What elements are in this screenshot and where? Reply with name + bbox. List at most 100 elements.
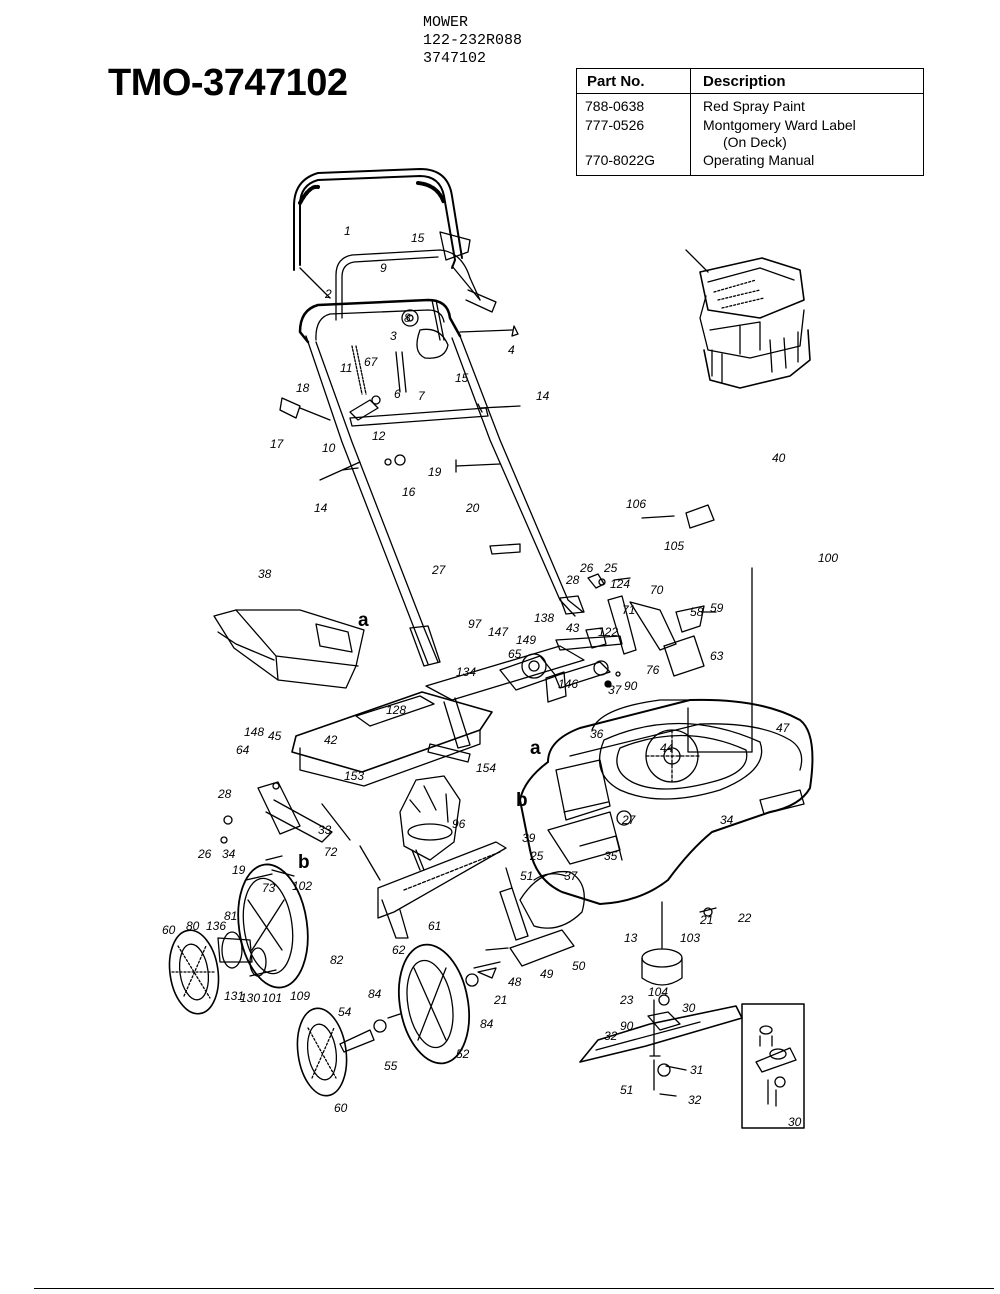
parts-table-header: Part No. Description: [577, 69, 923, 94]
callout-130: 130: [240, 991, 260, 1005]
footer-rule: [34, 1288, 994, 1289]
callout-b: b: [516, 790, 528, 811]
callout-76: 76: [646, 663, 660, 677]
callout-38: 38: [258, 567, 272, 581]
callout-96: 96: [452, 817, 466, 831]
callout-19: 19: [232, 863, 246, 877]
callout-82: 82: [330, 953, 344, 967]
callout-25: 25: [529, 849, 544, 863]
callout-22: 22: [737, 911, 752, 925]
callout-31: 31: [690, 1063, 703, 1077]
callout-26: 26: [197, 847, 212, 861]
model-info: MOWER 122-232R088 3747102: [423, 14, 522, 68]
callout-42: 42: [324, 733, 338, 747]
callout-72: 72: [324, 845, 338, 859]
callout-45: 45: [268, 729, 282, 743]
callout-3: 3: [390, 329, 397, 343]
callout-15: 15: [455, 371, 469, 385]
parts-table: Part No. Description 788-0638 Red Spray …: [576, 68, 924, 176]
header-description: Description: [703, 73, 786, 90]
callout-37: 37: [564, 869, 579, 883]
callout-34: 34: [720, 813, 734, 827]
callout-51: 51: [620, 1083, 633, 1097]
part-no: 777-0526: [585, 117, 645, 133]
callout-63: 63: [710, 649, 724, 663]
callout-43: 43: [566, 621, 580, 635]
callout-148: 148: [244, 725, 264, 739]
callout-64: 64: [236, 743, 250, 757]
callout-9: 9: [380, 261, 387, 275]
callout-a: a: [530, 738, 541, 759]
callout-14: 14: [536, 389, 550, 403]
callout-33: 33: [318, 823, 332, 837]
callout-122: 122: [598, 625, 618, 639]
callout-81: 81: [224, 909, 237, 923]
callout-20: 20: [465, 501, 480, 515]
callout-17: 17: [270, 437, 285, 451]
callout-30: 30: [788, 1115, 802, 1129]
linkage-parts: [545, 573, 717, 703]
description: Montgomery Ward Label: [703, 117, 856, 133]
callout-8: 8: [404, 311, 411, 325]
blade-assembly: [579, 901, 743, 1097]
callout-67: 67: [364, 355, 379, 369]
callout-32: 32: [688, 1093, 702, 1107]
callout-147: 147: [488, 625, 509, 639]
callout-15: 15: [411, 231, 425, 245]
callout-14: 14: [314, 501, 328, 515]
callout-146: 146: [558, 677, 578, 691]
callout-124: 124: [610, 577, 630, 591]
callout-13: 13: [624, 931, 638, 945]
rear-hub-parts: [339, 973, 479, 1053]
callout-18: 18: [296, 381, 310, 395]
callout-49: 49: [540, 967, 554, 981]
part-no: 788-0638: [585, 98, 645, 114]
callout-136: 136: [206, 919, 226, 933]
callout-84: 84: [368, 987, 382, 1001]
rear-shield: [321, 803, 507, 939]
callout-30: 30: [682, 1001, 696, 1015]
callout-80: 80: [186, 919, 200, 933]
callout-103: 103: [680, 931, 700, 945]
callout-28: 28: [217, 787, 232, 801]
catalog-number: 3747102: [423, 50, 487, 67]
engine: [641, 249, 811, 529]
discharge-chute: [473, 867, 585, 979]
callout-39: 39: [522, 831, 536, 845]
callout-23: 23: [619, 993, 634, 1007]
callout-105: 105: [664, 539, 684, 553]
callout-131: 131: [224, 989, 244, 1003]
callout-a: a: [358, 610, 369, 631]
callout-40: 40: [772, 451, 786, 465]
callout-4: 4: [508, 343, 515, 357]
callout-21: 21: [493, 993, 507, 1007]
callout-153: 153: [344, 769, 364, 783]
part-no: 770-8022G: [585, 152, 656, 168]
description: Operating Manual: [703, 152, 815, 168]
header-part-no: Part No.: [587, 73, 645, 90]
callout-61: 61: [428, 919, 441, 933]
drive-assembly: [399, 775, 461, 871]
upper-handle: [293, 168, 481, 301]
page-title: TMO-3747102: [108, 62, 348, 104]
callout-90: 90: [620, 1019, 634, 1033]
callout-16: 16: [402, 485, 416, 499]
callout-104: 104: [648, 985, 668, 999]
callout-50: 50: [572, 959, 586, 973]
callout-90: 90: [624, 679, 638, 693]
callout-2: 2: [324, 287, 332, 301]
callout-55: 55: [384, 1059, 398, 1073]
grass-catcher: [213, 609, 365, 689]
callout-27: 27: [431, 563, 447, 577]
table-divider: [690, 69, 691, 175]
callout-10: 10: [322, 441, 336, 455]
shaft-guide-line: [687, 707, 753, 753]
control-bail: [335, 231, 497, 321]
callout-52: 52: [456, 1047, 470, 1061]
callout-12: 12: [372, 429, 386, 443]
callout-100: 100: [818, 551, 838, 565]
callout-101: 101: [262, 991, 282, 1005]
callout-65: 65: [508, 647, 522, 661]
detail-inset: [741, 1003, 805, 1129]
